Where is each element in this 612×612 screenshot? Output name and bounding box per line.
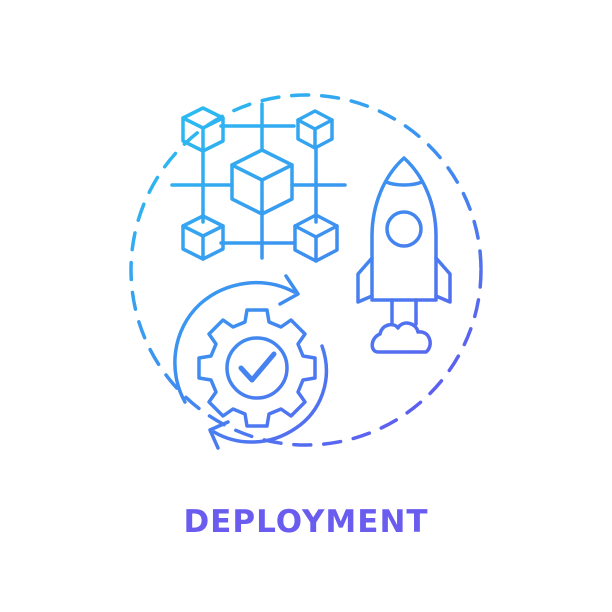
refresh-arrows-icon (173, 274, 328, 450)
cube-top-left-icon (181, 106, 225, 153)
gear-inner-circle (225, 336, 289, 400)
cube-bottom-right-icon (293, 213, 339, 263)
rocket-icon (356, 156, 452, 354)
deployment-title: DEPLOYMENT (183, 504, 429, 540)
cube-center-icon (230, 148, 294, 216)
check-icon (238, 351, 277, 383)
cube-bottom-left-icon (181, 214, 225, 261)
blockchain-cubes-icon (170, 102, 347, 263)
dashed-circle-icon (129, 93, 483, 447)
gear-check-group (173, 274, 328, 450)
cube-top-right-icon (296, 109, 334, 150)
gear-icon (197, 308, 317, 428)
